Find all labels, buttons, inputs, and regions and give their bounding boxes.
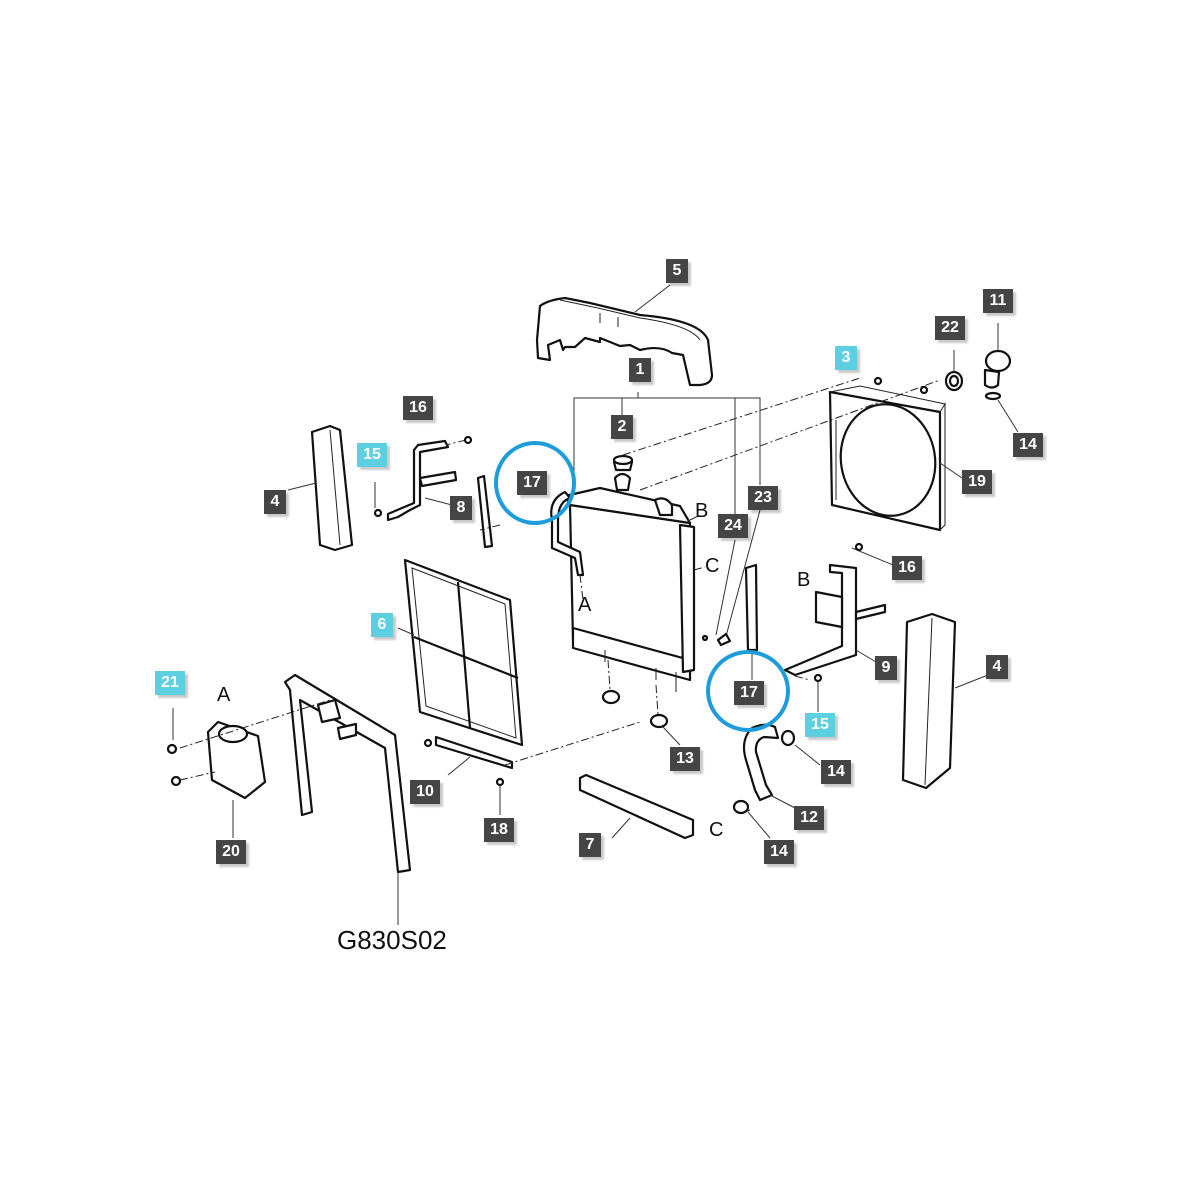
callout-part-22[interactable]: 22	[935, 316, 965, 340]
gasket-strip-17-right	[744, 563, 759, 680]
grommets-part-13	[601, 689, 681, 746]
callout-part-12[interactable]: 12	[794, 806, 824, 830]
connection-letter-c-hose: C	[709, 819, 724, 841]
screen-panel-part-6	[397, 558, 524, 747]
connection-letter-b-radiator: B	[695, 500, 709, 522]
lower-hose-part-12	[732, 723, 821, 839]
connection-letter-a-radiator: A	[578, 594, 592, 616]
radiator-cap	[612, 454, 634, 472]
callout-part-3[interactable]: 3	[835, 346, 857, 370]
callout-part-17-upper[interactable]: 17	[517, 471, 547, 495]
callout-part-17-lower[interactable]: 17	[734, 681, 764, 705]
callout-part-4-left[interactable]: 4	[264, 490, 286, 514]
tank-bracket-frame	[283, 673, 412, 925]
callout-part-13[interactable]: 13	[670, 747, 700, 771]
bracket-part-8	[386, 439, 458, 522]
callout-part-16-right[interactable]: 16	[892, 556, 922, 580]
callout-part-1[interactable]: 1	[629, 358, 651, 382]
callout-part-9[interactable]: 9	[875, 656, 897, 680]
upper-hose-fittings	[944, 323, 1019, 433]
callout-part-20[interactable]: 20	[216, 840, 246, 864]
assembly-centerlines	[179, 377, 941, 815]
connection-letter-b-bracket: B	[797, 569, 811, 591]
callout-part-21[interactable]: 21	[155, 671, 185, 695]
gasket-strip-17-left	[476, 474, 494, 549]
bracket-part-9	[783, 563, 887, 677]
callout-part-4-right[interactable]: 4	[986, 655, 1008, 679]
connection-letter-a-tank: A	[217, 684, 231, 706]
callout-part-7[interactable]: 7	[579, 833, 601, 857]
callout-part-18[interactable]: 18	[484, 818, 514, 842]
callout-part-24[interactable]: 24	[718, 514, 748, 538]
diagram-code: G830S02	[337, 925, 447, 955]
callout-part-14-lower[interactable]: 14	[764, 840, 794, 864]
support-bar-part-10	[434, 735, 514, 776]
fan-shroud-part-19	[828, 385, 963, 532]
top-seal-part-5	[535, 284, 714, 387]
callout-part-23[interactable]: 23	[748, 486, 778, 510]
coolant-tank-part-20	[172, 708, 267, 838]
callout-part-16-left[interactable]: 16	[403, 396, 433, 420]
callout-part-14-middle[interactable]: 14	[821, 760, 851, 784]
radiator-assembly	[550, 472, 696, 692]
callout-part-6[interactable]: 6	[371, 613, 393, 637]
side-seal-left-part-4	[287, 424, 354, 552]
callout-part-19[interactable]: 19	[962, 470, 992, 494]
fasteners	[166, 376, 929, 787]
connection-letter-c-radiator: C	[705, 555, 720, 577]
callout-part-10[interactable]: 10	[410, 780, 440, 804]
lower-seal-part-7	[578, 773, 695, 840]
callout-part-5[interactable]: 5	[666, 259, 688, 283]
callout-part-15-right[interactable]: 15	[805, 713, 835, 737]
callout-part-15-left[interactable]: 15	[357, 443, 387, 467]
callout-part-8[interactable]: 8	[450, 496, 472, 520]
callout-part-11[interactable]: 11	[983, 289, 1013, 313]
callout-part-14-upper[interactable]: 14	[1013, 433, 1043, 457]
side-seal-right-part-4	[901, 612, 989, 790]
callout-part-2[interactable]: 2	[611, 415, 633, 439]
